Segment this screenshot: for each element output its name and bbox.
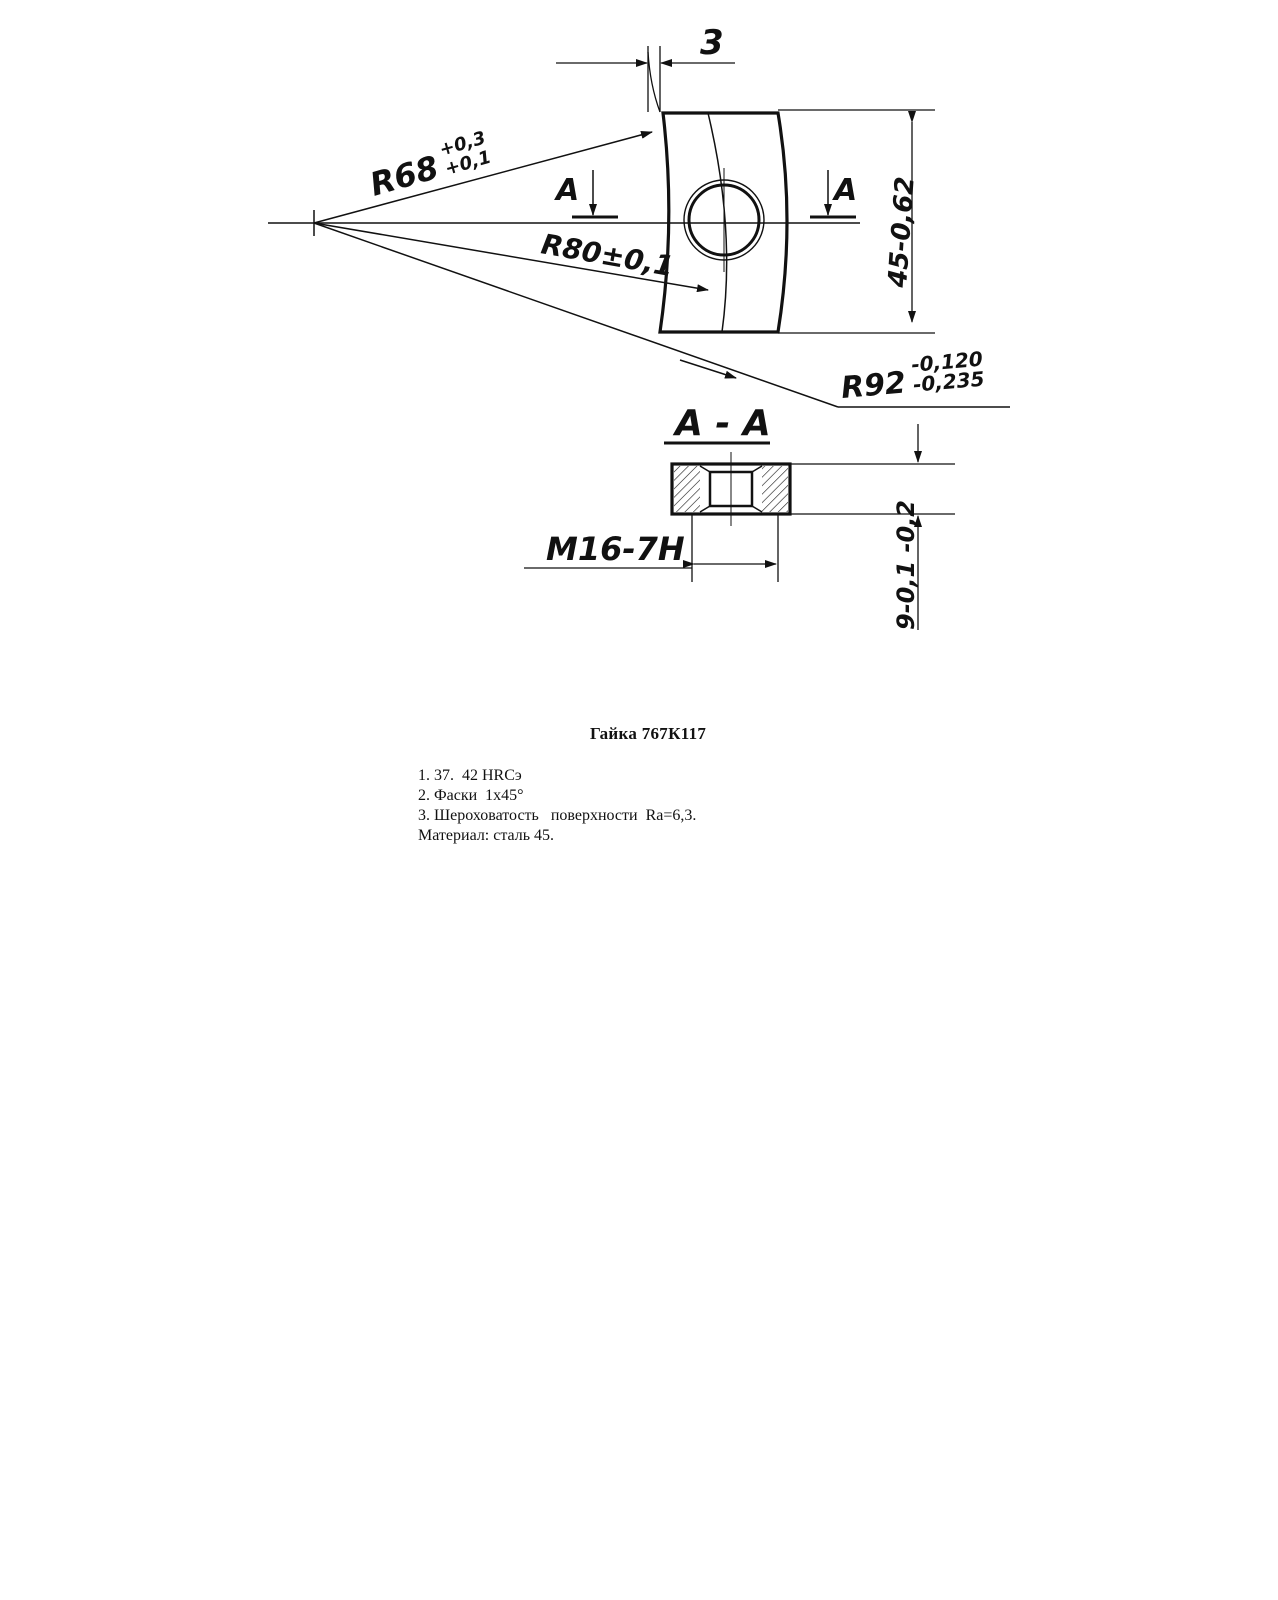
- bore-chamfer-tr: [751, 465, 763, 473]
- part-title: Гайка 767К117: [590, 724, 707, 743]
- nut-mid-arc: [707, 112, 728, 333]
- note-item: Материал: сталь 45.: [418, 827, 555, 844]
- section-hatch-left: [674, 466, 700, 512]
- note-item: 1. 37. 42 HRCэ: [418, 767, 522, 784]
- r92-leader: [313, 222, 839, 408]
- r92-label-group: R92 -0,120 -0,235: [840, 347, 986, 406]
- r92-lower-tol: -0,235: [912, 367, 985, 397]
- technical-drawing: A A 3 45-0,62 R68 +0,3 +0,1 R80±0,1 R92 …: [268, 23, 1010, 630]
- r92-base: R92: [840, 365, 908, 406]
- section-mark-right-label: A: [832, 173, 857, 208]
- r80-leader: [313, 222, 709, 293]
- nut-outline: [658, 111, 789, 334]
- height-dim-label: 45-0,62: [883, 176, 921, 290]
- section-mark-left-label: A: [554, 173, 579, 208]
- slot-line: [647, 51, 661, 113]
- dim-slot-width: 3: [700, 23, 724, 63]
- r68-leader: [313, 130, 653, 224]
- r80-label: R80±0,1: [539, 227, 676, 283]
- notes-list: 1. 37. 42 HRCэ 2. Фаски 1x45° 3. Шерохов…: [418, 766, 696, 846]
- bore-chamfer-bl: [699, 505, 711, 513]
- section-title: А - А: [672, 403, 771, 444]
- r68-base: R68: [366, 148, 443, 204]
- note-item: 3. Шероховатость поверхности Ra=6,3.: [418, 807, 697, 824]
- bore-chamfer-tl: [699, 465, 711, 473]
- thickness-dim-label: 9-0,1 -0,2: [892, 500, 920, 630]
- section-hatch-right: [762, 466, 788, 512]
- note-item: 2. Фаски 1x45°: [418, 787, 524, 804]
- bore-chamfer-br: [751, 505, 763, 513]
- thread-label: М16-7Н: [546, 530, 685, 568]
- r92-arrow: [679, 359, 737, 379]
